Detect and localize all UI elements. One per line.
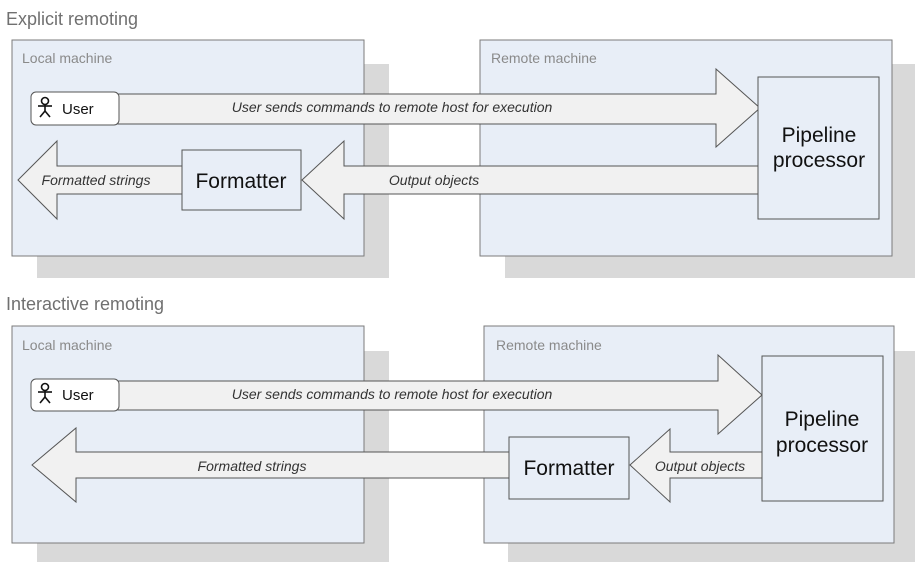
person-icon bbox=[38, 96, 52, 118]
local-machine-box bbox=[11, 325, 365, 544]
formatted-strings-label: Formatted strings bbox=[198, 458, 307, 474]
local-machine-label: Local machine bbox=[22, 337, 112, 353]
local-machine-label: Local machine bbox=[22, 50, 112, 66]
output-objects-arrow bbox=[629, 427, 763, 504]
formatted-strings-label: Formatted strings bbox=[42, 172, 151, 188]
pipeline-label-line2: processor bbox=[776, 434, 868, 457]
user-box bbox=[30, 91, 120, 126]
formatted-strings-arrow bbox=[17, 139, 183, 221]
person-icon bbox=[38, 382, 52, 404]
user-label: User bbox=[62, 101, 94, 118]
section-title: Explicit remoting bbox=[6, 9, 138, 29]
pipeline-label-line1: Pipeline bbox=[782, 124, 857, 147]
section-title: Interactive remoting bbox=[6, 294, 164, 314]
explicit-remoting-section: Explicit remoting Local machine Remote m… bbox=[6, 9, 915, 278]
user-label: User bbox=[62, 387, 94, 404]
remote-machine-label: Remote machine bbox=[496, 337, 602, 353]
command-arrow-label: User sends commands to remote host for e… bbox=[232, 99, 553, 115]
command-arrow bbox=[117, 67, 761, 149]
pipeline-processor-box bbox=[757, 76, 880, 220]
output-objects-arrow bbox=[301, 139, 759, 221]
formatter-box bbox=[508, 436, 630, 500]
user-box bbox=[30, 378, 120, 412]
output-objects-label: Output objects bbox=[655, 458, 745, 474]
interactive-remoting-section: Interactive remoting Local machine Remot… bbox=[6, 294, 915, 562]
formatter-box bbox=[181, 149, 302, 211]
formatted-strings-arrow bbox=[31, 426, 510, 504]
command-arrow bbox=[117, 353, 763, 436]
command-arrow-label: User sends commands to remote host for e… bbox=[232, 386, 553, 402]
local-machine-box bbox=[11, 39, 365, 257]
pipeline-label-line2: processor bbox=[773, 149, 865, 172]
formatter-label: Formatter bbox=[195, 170, 286, 193]
pipeline-processor-box bbox=[761, 355, 884, 502]
remote-machine-label: Remote machine bbox=[491, 50, 597, 66]
pipeline-label-line1: Pipeline bbox=[785, 408, 860, 431]
formatter-label: Formatter bbox=[523, 457, 614, 480]
output-objects-label: Output objects bbox=[389, 172, 479, 188]
